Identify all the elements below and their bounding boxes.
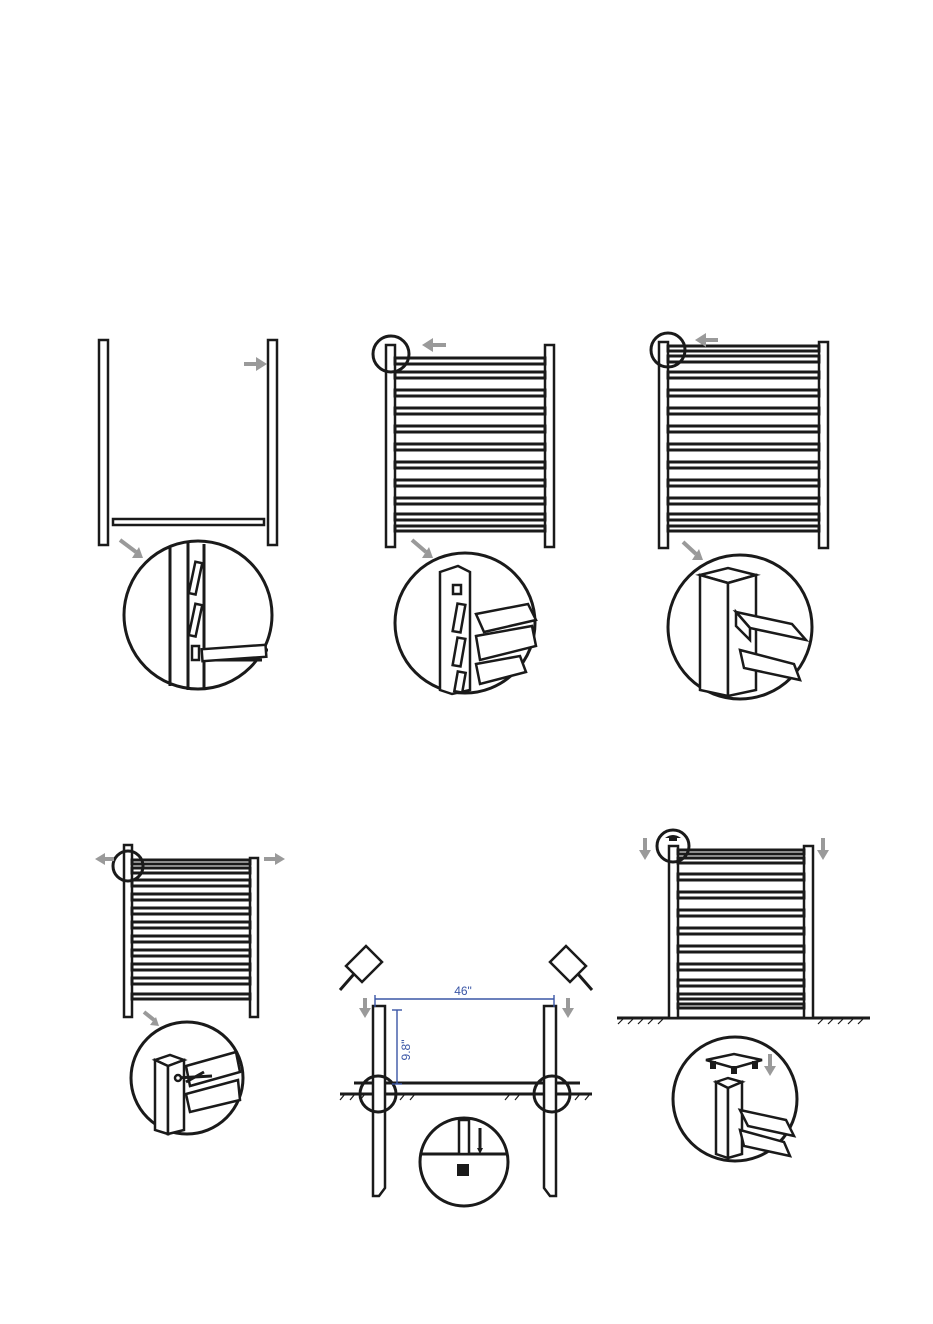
arrow-icon xyxy=(422,338,446,352)
dimension-46: 46" xyxy=(375,984,554,1007)
detail-circle xyxy=(131,1022,243,1134)
arrow-icon xyxy=(95,853,114,865)
arrow-icon xyxy=(562,998,574,1018)
arrow-icon xyxy=(120,540,143,558)
detail-circle xyxy=(673,1037,797,1161)
right-post xyxy=(268,340,277,545)
detail-circle xyxy=(124,541,272,690)
dimension-label-spacing: 46" xyxy=(454,984,472,998)
detail-circle xyxy=(420,1118,508,1206)
step-6-panel xyxy=(617,830,870,1161)
arrow-icon xyxy=(639,838,651,860)
step-3-panel xyxy=(651,333,828,699)
dimension-9-8: 9.8" xyxy=(392,1010,413,1084)
slats xyxy=(678,850,804,1008)
right-post-stake xyxy=(544,1006,556,1196)
dimension-label-depth: 9.8" xyxy=(399,1040,413,1061)
arrow-icon xyxy=(359,998,371,1018)
arrow-icon xyxy=(412,540,433,558)
arrow-icon xyxy=(264,853,285,865)
left-post xyxy=(99,340,108,545)
detail-circle xyxy=(395,553,536,694)
step-1-panel xyxy=(99,340,277,690)
arrow-icon xyxy=(244,357,267,371)
bottom-rail xyxy=(113,519,264,525)
hammer-icon xyxy=(550,946,592,990)
hammer-icon xyxy=(340,946,382,990)
post-cap-icon xyxy=(665,835,681,841)
slats xyxy=(395,358,545,531)
arrow-icon xyxy=(144,1012,159,1026)
step-5-panel: 46" 9.8" xyxy=(340,946,592,1206)
arrow-icon xyxy=(683,542,703,560)
detail-circle xyxy=(668,555,812,699)
step-4-panel xyxy=(95,845,285,1134)
slats xyxy=(132,860,250,999)
slats xyxy=(668,346,819,531)
left-post-stake xyxy=(373,1006,385,1196)
arrow-icon xyxy=(817,838,829,860)
step-2-panel xyxy=(373,336,554,694)
